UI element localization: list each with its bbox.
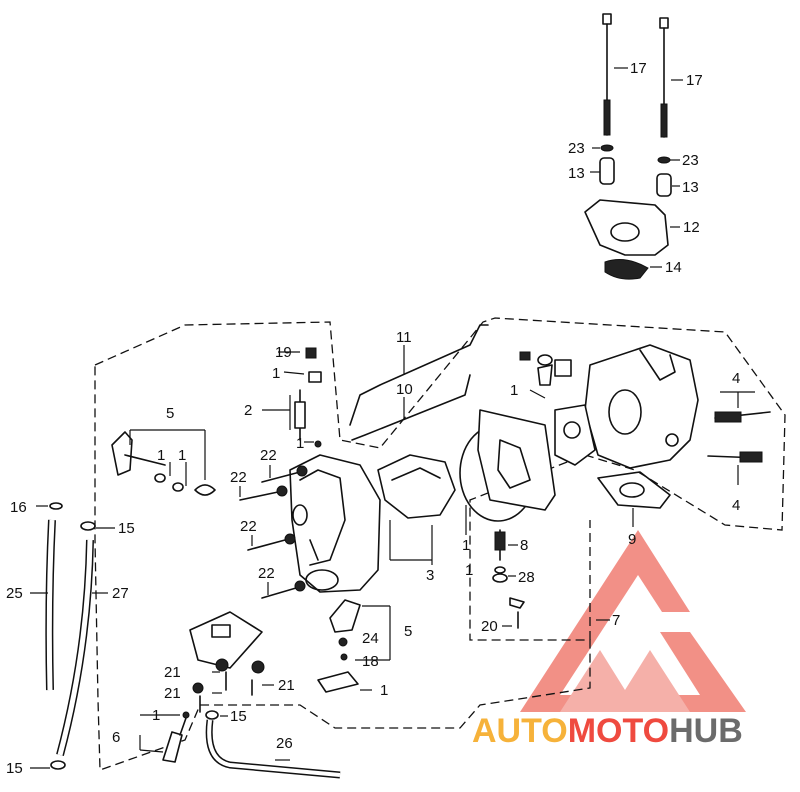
clip-15-a [80,521,96,531]
screw-22-c [247,533,296,551]
label-1-a: 1 [272,365,280,382]
watermark-moto: MOTO [568,712,669,750]
spacer-13-left [599,157,615,185]
label-1-c: 1 [296,435,304,452]
needle-valve-2 [294,347,322,448]
label-5-b: 5 [404,623,412,640]
float-bowl-body [289,454,381,593]
label-27: 27 [112,585,129,602]
watermark-text: AUTOMOTOHUB [472,712,743,750]
label-3: 3 [426,567,434,584]
clip-16 [49,502,63,510]
label-13-left: 13 [568,165,585,182]
label-5-a: 5 [166,405,174,422]
label-4-top: 4 [732,370,740,387]
label-6: 6 [112,729,120,746]
label-16: 16 [10,499,27,516]
rod-11 [349,324,489,426]
screw-22-b [239,485,288,501]
label-11: 11 [396,329,412,346]
diaphragm-plate [477,409,556,511]
label-10: 10 [396,381,413,398]
elbow-5 [329,599,361,633]
label-21-c: 21 [278,677,295,694]
linkage-5 [111,431,216,496]
tube-27 [56,539,94,757]
label-2: 2 [244,402,252,419]
label-1-e: 1 [178,447,186,464]
label-17-left: 17 [630,60,647,77]
label-1-d: 1 [157,447,165,464]
label-25: 25 [6,585,23,602]
watermark-hub: HUB [669,712,743,750]
label-28: 28 [518,569,535,586]
label-20: 20 [481,618,498,635]
bolt-17-right [659,17,669,138]
label-7: 7 [612,612,620,629]
o-ring-28 [492,573,508,583]
screw-22-a [261,465,308,483]
label-21-a: 21 [164,664,181,681]
lever-small [537,364,553,386]
label-17-right: 17 [686,72,703,89]
label-1-f: 1 [462,537,470,554]
bracket-plate [189,611,263,669]
bushing-small [554,359,572,377]
carburetor-body-right [554,344,699,469]
nut-small [519,351,531,361]
label-26: 26 [276,735,293,752]
gasket-1-small [317,671,359,693]
label-15-b: 15 [230,708,247,725]
label-12: 12 [683,219,700,236]
label-18: 18 [362,653,379,670]
label-1-i: 1 [152,707,160,724]
intake-12 [584,199,669,256]
label-19: 19 [275,344,292,361]
cover-3 [377,454,456,519]
screw-22-d [261,580,306,599]
clip-15-b [205,710,219,720]
label-23-right: 23 [682,152,699,169]
label-8: 8 [520,537,528,554]
label-22-d: 22 [258,565,275,582]
watermark-logo [520,530,746,712]
label-1-b: 1 [510,382,518,399]
label-21-b: 21 [164,685,181,702]
label-9: 9 [628,531,636,548]
label-24: 24 [362,630,379,647]
label-22-a: 22 [260,447,277,464]
washer-23-right [657,156,671,164]
label-13-right: 13 [682,179,699,196]
gasket-9 [597,471,671,509]
clip-15-c [50,760,66,770]
bolt-17-left [602,13,612,136]
label-1-g: 1 [465,562,473,579]
spacer-13-right [656,173,672,197]
label-1-h: 1 [380,682,388,699]
washer-23-left [600,144,614,152]
washer-1-g [494,566,506,574]
spring-20 [509,597,525,609]
label-23-left: 23 [568,140,585,157]
label-15-c: 15 [6,760,23,777]
label-15-a: 15 [118,520,135,537]
rod-10 [351,374,471,441]
washer-small [537,354,553,366]
label-22-b: 22 [230,469,247,486]
knob-6 [162,731,183,763]
label-22-c: 22 [240,518,257,535]
label-4-bottom: 4 [732,497,740,514]
label-14: 14 [665,259,682,276]
watermark-auto: AUTO [472,712,568,750]
screen-14 [604,259,649,280]
